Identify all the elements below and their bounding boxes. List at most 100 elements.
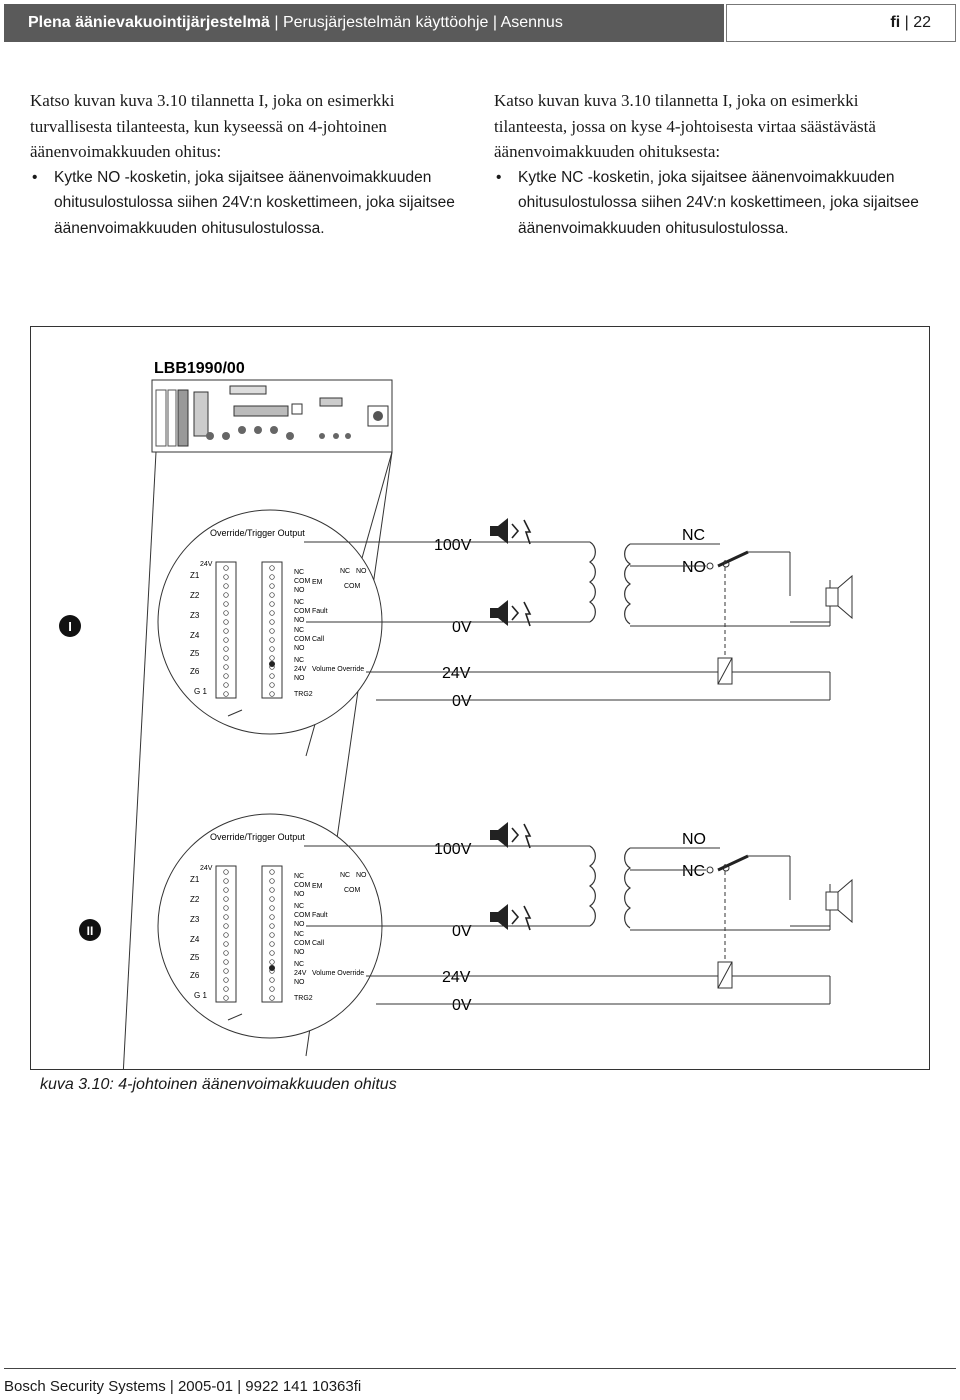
contact-label: NC: [294, 569, 304, 576]
device-rear-panel: LBB1990/00: [151, 360, 393, 453]
contact-label: NC: [294, 873, 304, 880]
contact-label: NC: [294, 903, 304, 910]
zone-label: Z1: [190, 875, 200, 884]
relay-switch: [717, 854, 749, 872]
contact-label: NC: [294, 599, 304, 606]
transformer-secondary: [624, 847, 632, 929]
doc-title: Plena äänievakuointijärjestelmä: [28, 14, 270, 31]
relay-label: Call: [312, 940, 325, 947]
contact-label: COM: [294, 940, 311, 947]
contact-label: NC: [294, 627, 304, 634]
relay-label: Call: [312, 636, 325, 643]
voltage-label: 24V: [200, 865, 213, 872]
zone-label: Z4: [190, 935, 200, 944]
speaker-icon: [490, 822, 520, 848]
wiring-diagram: LBB1990/00 I Override/Trigger Output 24V…: [59, 360, 853, 1070]
contact-label: COM: [294, 578, 311, 585]
wire-label: 100V: [434, 841, 472, 858]
header-separator: |: [492, 14, 497, 31]
zone-label: Z4: [190, 631, 200, 640]
lightning-icon: [523, 905, 532, 931]
relay-switch: [717, 550, 749, 568]
switch-label: NC: [682, 527, 705, 544]
contact-label: NO: [294, 617, 305, 624]
page-indicator: fi | 22: [726, 4, 956, 42]
wire-label: 0V: [452, 923, 472, 940]
contact-label: NO: [294, 921, 305, 928]
header-bar: Plena äänievakuointijärjestelmä | Perusj…: [4, 4, 724, 42]
zone-label: Z3: [190, 915, 200, 924]
language-code: fi: [890, 14, 901, 31]
figure-frame: [30, 326, 930, 1070]
section-name: Asennus: [500, 14, 563, 31]
wire-label: 24V: [442, 665, 471, 682]
contact-label: 24V: [294, 970, 307, 977]
contact-label: NC: [294, 931, 304, 938]
lightning-icon: [523, 601, 532, 627]
panel-title: Override/Trigger Output: [210, 832, 305, 842]
zone-label: Z5: [190, 953, 200, 962]
relay-label: Volume Override: [312, 666, 364, 673]
wire-label: 0V: [452, 693, 472, 710]
speaker-icon: [490, 600, 520, 626]
scenario-2-marker-bg: [79, 919, 101, 941]
header-separator: |: [274, 14, 279, 31]
footer-doc-number: 9922 141 10363fi: [245, 1378, 362, 1395]
lightning-icon: [523, 823, 532, 849]
trg-label: TRG2: [294, 995, 313, 1002]
footer-separator: |: [169, 1378, 174, 1395]
footer-rule: [4, 1368, 956, 1369]
switch-label: NO: [682, 831, 706, 848]
contact-label: NO: [294, 949, 305, 956]
scenario-2-marker: II: [87, 924, 94, 938]
wire-label: 0V: [452, 997, 472, 1014]
contact-label: COM: [294, 608, 311, 615]
right-bullet: Kytke NC -kosketin, joka sijaitsee äänen…: [494, 165, 934, 242]
contact-label: COM: [294, 912, 311, 919]
relay-label: EM: [312, 579, 323, 586]
contact-label: NO: [294, 645, 305, 652]
right-column: Katso kuvan kuva 3.10 tilannetta I, joka…: [494, 88, 934, 241]
legend-label: NO: [356, 568, 367, 575]
ground-label: G 1: [194, 687, 207, 696]
footer-separator: |: [237, 1378, 242, 1395]
left-column: Katso kuvan kuva 3.10 tilannetta I, joka…: [30, 88, 470, 241]
ground-label: G 1: [194, 991, 207, 1000]
relay-label: Fault: [312, 912, 328, 919]
switch-label: NC: [682, 863, 705, 880]
legend-label: NC: [340, 568, 350, 575]
right-intro: Katso kuvan kuva 3.10 tilannetta I, joka…: [494, 91, 876, 161]
contact-label: NO: [294, 675, 305, 682]
lightning-icon: [523, 519, 532, 545]
contact-label: NO: [294, 587, 305, 594]
legend-label: NO: [356, 872, 367, 879]
doc-subtitle: Perusjärjestelmän käyttöohje: [282, 14, 489, 31]
transformer-primary: [588, 541, 596, 623]
wire-label: 0V: [452, 619, 472, 636]
device-label: LBB1990/00: [154, 360, 245, 377]
contact-label: NC: [294, 657, 304, 664]
switch-label: NO: [682, 559, 706, 576]
contact-label: NC: [294, 961, 304, 968]
legend-label: COM: [344, 583, 361, 590]
speaker-driver: [825, 891, 839, 911]
zone-label: Z5: [190, 649, 200, 658]
zone-label: Z6: [190, 667, 200, 676]
relay-label: EM: [312, 883, 323, 890]
scenario-1: I Override/Trigger Output 24V Z1 Z2 Z3 Z…: [59, 509, 853, 735]
page-separator: |: [904, 14, 909, 31]
left-intro: Katso kuvan kuva 3.10 tilannetta I, joka…: [30, 91, 395, 161]
voltage-label: 24V: [200, 561, 213, 568]
footer: Bosch Security Systems | 2005-01 | 9922 …: [4, 1378, 361, 1395]
transformer-secondary: [624, 543, 632, 625]
zone-label: Z3: [190, 611, 200, 620]
relay-label: Volume Override: [312, 970, 364, 977]
figure-caption: kuva 3.10: 4-johtoinen äänenvoimakkuuden…: [40, 1076, 397, 1093]
scenario-2: II Override/Trigger Output 24V Z1 Z2 Z3 …: [79, 813, 853, 1039]
trg-label: TRG2: [294, 691, 313, 698]
panel-title: Override/Trigger Output: [210, 528, 305, 538]
legend-label: NC: [340, 872, 350, 879]
scenario-1-marker-bg: [59, 615, 81, 637]
relay-label: Fault: [312, 608, 328, 615]
legend-label: COM: [344, 887, 361, 894]
